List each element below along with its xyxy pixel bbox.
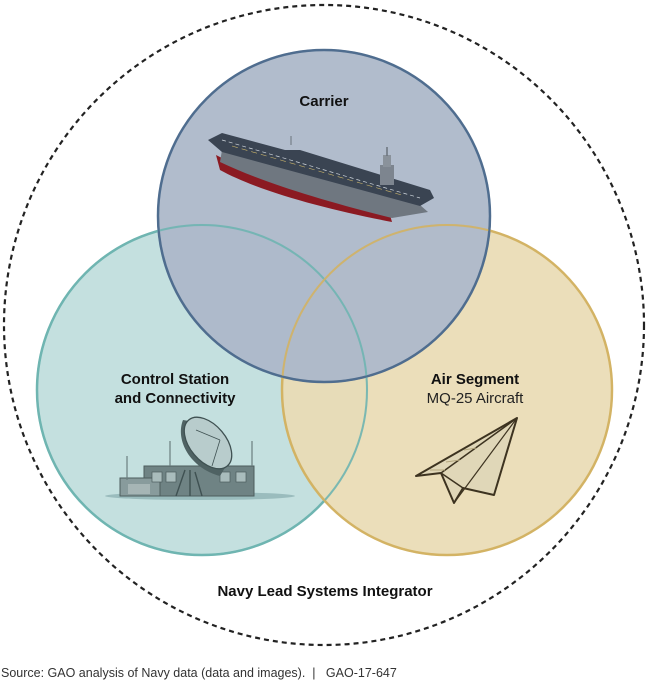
air-segment-label: Air Segment MQ-25 Aircraft: [400, 370, 550, 408]
aircraft-carrier-icon: [208, 133, 434, 222]
control-station-label: Control Station and Connectivity: [90, 370, 260, 408]
control-station-title-line2: and Connectivity: [114, 390, 236, 407]
air-segment-title: Air Segment: [430, 371, 520, 388]
satellite-dish-ground-station-icon: [105, 416, 295, 500]
air-segment-subtitle: MQ-25 Aircraft: [426, 390, 524, 407]
carrier-label: Carrier: [299, 93, 349, 110]
outer-dashed-boundary: [2, 3, 646, 647]
outer-group-label: Navy Lead Systems Integrator: [217, 583, 433, 600]
source-note: Source: GAO analysis of Navy data (data …: [1, 666, 397, 680]
control-station-title-line1: Control Station: [120, 371, 230, 388]
paper-airplane-icon: [415, 417, 518, 504]
